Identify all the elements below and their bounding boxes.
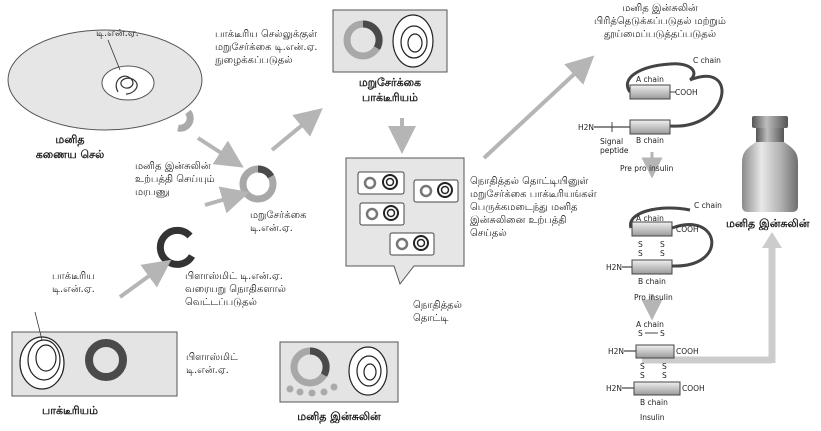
label-fermentation-1: நொதித்தல் தொட்டியினுள்	[470, 176, 589, 187]
pro-insulin-structure	[622, 206, 714, 321]
ins-h2n-b: H2N	[606, 384, 623, 393]
label-insulin-gene-1: மனித இன்சுலின்	[135, 161, 211, 172]
label-restriction-2: வரையறு நொதிகளால்	[185, 284, 286, 295]
pro-c-chain: C chain	[694, 201, 722, 210]
label-recombinant-bacterium-1: மறுசேர்க்கை	[358, 76, 422, 89]
label-bacterium: பாக்டீரியம்	[42, 404, 98, 417]
process-arrows	[118, 55, 595, 299]
ins-s-1: S	[640, 362, 645, 371]
ins-s-4: S	[662, 371, 667, 380]
signal-peptide-2: peptide	[600, 146, 629, 155]
label-insulin-gene-2: உற்பத்தி செய்யும்	[135, 174, 215, 185]
ins-s-3: S	[662, 362, 667, 371]
label-fermentation-2: மறுசேர்க்கை பாக்டீரியங்கள்	[470, 189, 597, 200]
label-restriction-3: வெட்டப்படுதல்	[185, 297, 257, 308]
label-pancreas-cell-1: மனித	[55, 133, 85, 146]
pre-pro-h2n: H2N	[578, 123, 595, 132]
bacterium-panel	[11, 311, 178, 397]
fermenter-bubble	[345, 157, 465, 286]
label-human-insulin-vial: மனித இன்சுலின்	[726, 217, 810, 230]
pro-s-4: S	[660, 249, 665, 258]
ins-cooh-a: COOH	[676, 347, 699, 356]
pro-s-1: S	[638, 240, 643, 249]
label-extraction-1: மனித இன்சுலின்	[622, 3, 698, 14]
label-extraction-3: தூய்மைப்படுத்தப்படுதல்	[603, 29, 717, 40]
ins-a-chain: A chain	[636, 320, 664, 329]
label-human-insulin-bottom: மனித இன்சுலின்	[297, 410, 381, 423]
label-insertion-2: மறுசேர்க்கை டி.என்.ஏ.	[215, 42, 318, 53]
ins-h2n-a: H2N	[608, 347, 625, 356]
pre-pro-insulin-structure	[594, 62, 724, 179]
label-plasmid-dna-1: பிளாஸ்மிட்	[186, 352, 238, 363]
label-insulin-gene-3: மரபணு	[135, 187, 170, 198]
label-fermenter-2: தொட்டி	[413, 313, 449, 324]
ins-s-top-2: S	[660, 329, 665, 338]
label-fermentation-3: பெருக்கமடைந்து மனித	[470, 202, 578, 213]
pre-pro-a-chain: A chain	[636, 75, 664, 84]
insulin-structure	[622, 332, 681, 396]
ins-cooh-b: COOH	[682, 384, 705, 393]
label-recombinant-bacterium-2: பாக்டீரியம்	[362, 91, 418, 104]
label-fermentation-4: இன்சுலினை உற்பத்தி	[470, 215, 567, 226]
label-plasmid-dna-2: டி.என்.ஏ.	[186, 365, 229, 376]
pro-s-2: S	[638, 249, 643, 258]
pancreas-cell	[7, 29, 203, 131]
signal-peptide-1: Signal	[600, 137, 624, 146]
cut-plasmid	[156, 226, 196, 268]
pro-insulin-caption: Pro insulin	[634, 293, 673, 302]
pro-b-chain: B chain	[638, 277, 666, 286]
label-bacterial-dna-1: பாக்டீரிய	[52, 271, 95, 282]
recombinant-dna-ring	[239, 165, 277, 203]
label-insertion-1: பாக்டீரிய செல்லுக்குள்	[215, 29, 318, 40]
ins-s-top-1: S	[638, 329, 643, 338]
label-fermenter-1: நொதித்தல்	[413, 300, 462, 311]
ins-s-2: S	[640, 371, 645, 380]
label-recombinant-dna-2: டி.என்.ஏ.	[250, 223, 293, 234]
label-human-cell-dna: டி.என்.ஏ.	[96, 28, 139, 39]
pre-pro-insulin-caption: Pre pro insulin	[620, 164, 674, 173]
vial-arrow-head	[762, 232, 782, 248]
pro-h2n: H2N	[606, 263, 623, 272]
label-extraction-2: பிரித்தெடுக்கப்படுதல் மற்றும்	[594, 16, 726, 27]
ins-b-chain: B chain	[640, 398, 668, 407]
pre-pro-c-chain: C chain	[693, 56, 721, 65]
insulin-producing-bacterium-box	[279, 341, 399, 403]
insulin-caption: Insulin	[640, 413, 665, 422]
label-pancreas-cell-2: கணைய செல்	[35, 148, 105, 161]
pro-s-3: S	[660, 240, 665, 249]
label-restriction-1: பிளாஸ்மிட் டி.என்.ஏ.	[185, 271, 283, 282]
pro-a-chain: A chain	[636, 214, 664, 223]
label-fermentation-5: செய்தல்	[470, 228, 507, 239]
label-insertion-3: நுழைக்கப்படுதல்	[215, 55, 293, 66]
label-bacterial-dna-2: டி.என்.ஏ.	[52, 284, 95, 295]
insulin-vial	[742, 116, 798, 212]
recombinant-bacterium-box	[332, 9, 448, 73]
pre-pro-cooh: COOH	[675, 88, 698, 97]
label-recombinant-dna-1: மறுசேர்க்கை	[250, 210, 307, 221]
insulin-gene-fragment	[177, 109, 194, 132]
pre-pro-b-chain: B chain	[636, 136, 664, 145]
pro-cooh: COOH	[676, 225, 699, 234]
